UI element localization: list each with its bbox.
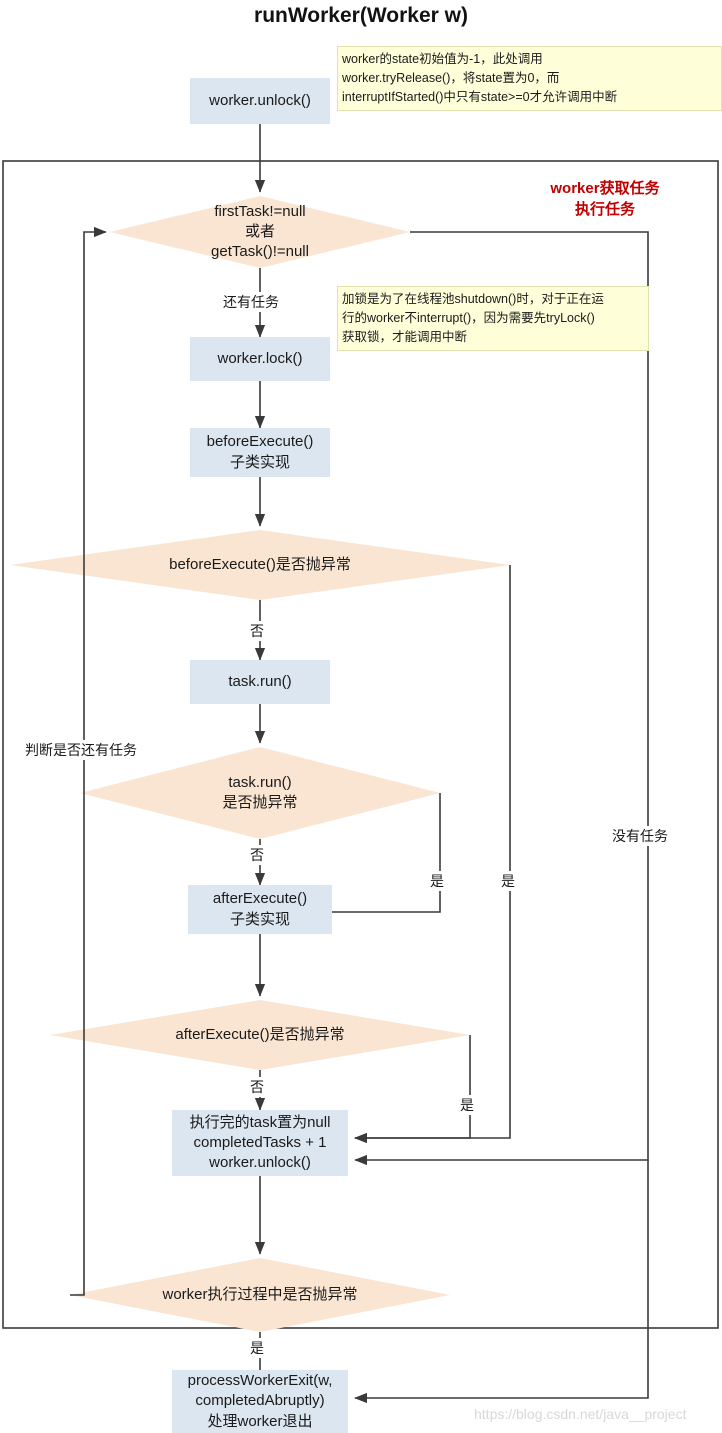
note-state-initial-value: worker的state初始值为-1，此处调用 worker.tryReleas… (337, 46, 722, 112)
node-label-line2: 子类实现 (229, 453, 290, 471)
node-worker-unlock-top[interactable]: worker.unlock() (190, 78, 330, 124)
note-line2: worker.tryRelease()，将state置为0，而 (342, 70, 560, 85)
node-label-line2: 子类实现 (229, 910, 290, 928)
edge-first-decision-no-task (354, 231, 649, 1166)
node-label-line1: 执行完的task置为null (189, 1113, 331, 1131)
note-line1: 加锁是为了在线程池shutdown()时，对于正在运 (342, 292, 604, 306)
decision-label: worker执行过程中是否抛异常 (162, 1285, 358, 1303)
edge-label-has-task: 还有任务 (222, 292, 280, 312)
node-label-line1: beforeExecute() (206, 433, 314, 451)
note-line1: worker的state初始值为-1，此处调用 (342, 52, 543, 66)
edge-label-no-before-execute: 否 (249, 621, 265, 641)
decision-shape-task-run (80, 747, 440, 839)
node-before-execute[interactable]: beforeExecute() 子类实现 (190, 428, 330, 477)
decision-label-line2: 或者 (244, 222, 275, 240)
node-worker-exception-decision[interactable]: worker执行过程中是否抛异常 (110, 1278, 410, 1312)
node-label-line1: afterExecute() (212, 890, 308, 908)
decision-label: beforeExecute()是否抛异常 (169, 555, 351, 573)
node-before-execute-decision[interactable]: beforeExecute()是否抛异常 (110, 548, 410, 582)
decision-label-line3: getTask()!=null (211, 243, 309, 261)
group-label-worker-task: worker获取任务 执行任务 (500, 178, 710, 220)
decision-label-line1: task.run() (228, 773, 292, 791)
edge-before-execute-yes-to-cleanup (354, 565, 511, 1144)
node-label-line2: completedTasks + 1 (193, 1133, 327, 1151)
node-after-execute[interactable]: afterExecute() 子类实现 (188, 885, 332, 934)
edge-after-execute-yes-to-cleanup (354, 1035, 471, 1144)
decision-label: afterExecute()是否抛异常 (175, 1025, 345, 1043)
node-cleanup[interactable]: 执行完的task置为null completedTasks + 1 worker… (172, 1110, 348, 1176)
node-label: worker.unlock() (209, 91, 311, 109)
node-label-line2: completedAbruptly) (195, 1392, 325, 1410)
decision-shape-worker-exception (70, 1258, 450, 1332)
decision-label-line1: firstTask!=null (214, 202, 306, 220)
decision-shape-first-task (110, 196, 410, 268)
edge-label-yes-after-execute: 是 (459, 1095, 475, 1115)
node-label-line3: 处理worker退出 (207, 1412, 313, 1430)
note-line3: interruptIfStarted()中只有state>=0才允许调用中断 (342, 89, 618, 104)
edge-label-no-task-run: 否 (249, 845, 265, 865)
edge-label-yes-worker-exception: 是 (249, 1338, 265, 1358)
decision-shape-before-execute (10, 530, 510, 600)
edge-label-no-task: 没有任务 (611, 826, 669, 846)
group-label-line2: 执行任务 (574, 201, 635, 218)
edge-label-check-has-task: 判断是否还有任务 (24, 740, 138, 760)
page-title: runWorker(Worker w) (254, 4, 468, 27)
node-worker-lock[interactable]: worker.lock() (190, 337, 330, 381)
note-lock-reason: 加锁是为了在线程池shutdown()时，对于正在运 行的worker不inte… (337, 286, 649, 352)
edge-label-yes-task-run: 是 (429, 871, 445, 891)
edge-label-no-after-execute: 否 (249, 1077, 265, 1097)
edge-task-run-yes-to-after-execute (306, 793, 441, 918)
node-task-run-decision[interactable]: task.run() 是否抛异常 (140, 770, 380, 816)
edge-no-task-to-process-worker-exit (354, 1160, 649, 1404)
node-process-worker-exit[interactable]: processWorkerExit(w, completedAbruptly) … (172, 1370, 348, 1433)
node-first-task-decision[interactable]: firstTask!=null 或者 getTask()!=null (110, 196, 410, 268)
node-label-line3: worker.unlock() (209, 1154, 311, 1172)
node-after-execute-decision[interactable]: afterExecute()是否抛异常 (120, 1018, 400, 1052)
node-label: task.run() (228, 672, 292, 690)
node-label-line1: processWorkerExit(w, (187, 1372, 333, 1390)
watermark: https://blog.csdn.net/java__project (474, 1406, 687, 1422)
decision-label-line2: 是否抛异常 (222, 794, 298, 811)
edge-label-yes-before-execute: 是 (500, 871, 516, 891)
edge-loop-back-to-first-decision (70, 226, 107, 1296)
note-line2: 行的worker不interrupt()，因为需要先tryLock() (342, 310, 595, 325)
node-task-run[interactable]: task.run() (190, 660, 330, 704)
decision-shape-after-execute (50, 1000, 470, 1070)
note-line3: 获取锁，才能调用中断 (342, 329, 468, 344)
group-boundary-box (2, 160, 719, 1329)
node-label: worker.lock() (217, 349, 303, 367)
group-label-line1: worker获取任务 (550, 180, 660, 197)
